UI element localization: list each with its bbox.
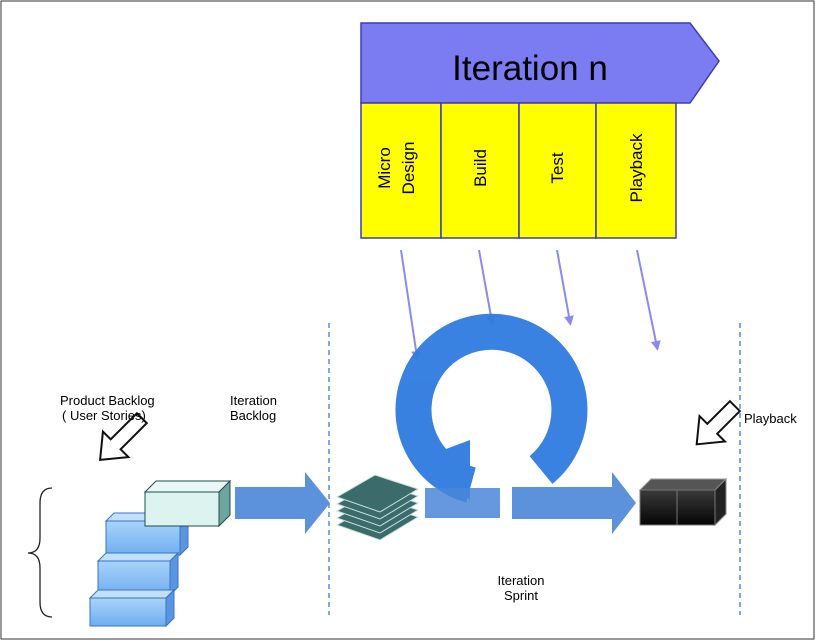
- label-iteration-sprint-2: Sprint: [504, 588, 538, 603]
- release-input-arrow: [695, 399, 742, 446]
- phase-label-test: Test: [548, 152, 567, 183]
- label-product-backlog: Product Backlog: [60, 393, 155, 408]
- sprint-stack-icon: [335, 474, 420, 541]
- iteration-banner: Iteration n: [360, 22, 720, 104]
- label-backlog: Backlog: [230, 408, 276, 423]
- phase-arrows: [400, 249, 661, 361]
- phase-box-build: Build: [440, 102, 520, 239]
- product-box: [96, 551, 180, 597]
- flow-arrow-sprint-body: [425, 488, 500, 518]
- phase-label-playback: Playback: [627, 133, 646, 202]
- phase-box-micro-design: Micro Design: [360, 102, 442, 239]
- label-playback: Playback: [744, 411, 797, 426]
- phase-label-micro: Micro: [375, 147, 394, 189]
- release-box: [638, 477, 728, 527]
- phase-label-design: Design: [399, 142, 418, 195]
- sprint-cycle-icon: [395, 313, 588, 503]
- backlog-input-arrow: [98, 411, 149, 462]
- product-box: [88, 588, 176, 628]
- label-user-stories: ( User Stories): [62, 408, 146, 423]
- cycle-ring: [395, 313, 588, 503]
- phase-box-playback: Playback: [595, 102, 677, 239]
- flow-arrow-backlog-to-sprint: [235, 472, 330, 534]
- micro-design-arrow: [400, 249, 422, 361]
- stage-labels: Product Backlog ( User Stories) Iteratio…: [60, 393, 797, 603]
- iteration-backlog-box: [143, 479, 232, 528]
- phase-boxes: Micro Design Build Test Playback: [360, 102, 677, 239]
- playback-arrow: [636, 249, 661, 351]
- cycle-arrowhead: [422, 440, 470, 500]
- flow-arrows: [235, 472, 636, 534]
- phase-box-test: Test: [518, 102, 597, 239]
- stage-dividers: [328, 323, 741, 615]
- flow-arrow-sprint-to-release: [512, 472, 636, 534]
- label-iteration: Iteration: [230, 393, 277, 408]
- test-arrow: [556, 249, 574, 326]
- build-arrow: [478, 249, 496, 326]
- iteration-banner-title: Iteration n: [452, 49, 608, 88]
- label-iteration-sprint-1: Iteration: [498, 573, 545, 588]
- iteration-banner-arrow: [360, 22, 720, 104]
- backlog-brace: [27, 487, 53, 618]
- phase-label-build: Build: [471, 149, 490, 187]
